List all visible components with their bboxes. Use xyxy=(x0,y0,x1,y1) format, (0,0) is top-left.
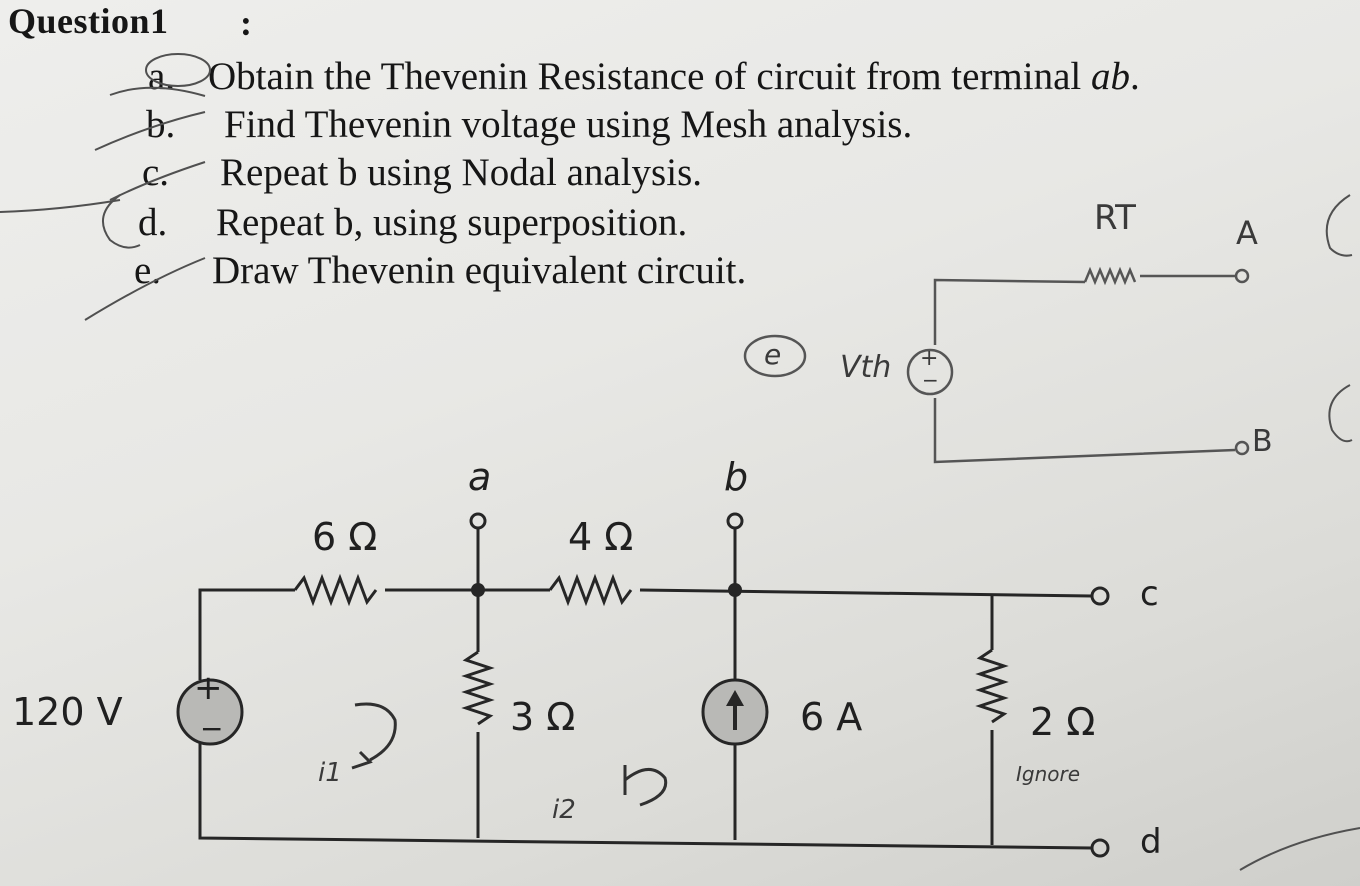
margin-circle-bottom xyxy=(1328,384,1353,443)
thev-source-plus: + xyxy=(920,346,939,371)
thev-terminal-B xyxy=(1234,440,1250,456)
thevenin-equivalent xyxy=(743,266,1250,464)
r2-label: 4 Ω xyxy=(568,515,634,559)
question-title: Question1 : xyxy=(8,0,252,43)
part-a-label: a. xyxy=(148,55,176,98)
current-source-label: 6 A xyxy=(800,695,863,739)
source-voltage-label: 120 V xyxy=(12,690,123,734)
source-minus: − xyxy=(200,712,224,745)
circuit-wires xyxy=(198,528,1093,850)
margin-circle-corner xyxy=(1239,827,1360,871)
thev-resistor-rt xyxy=(1083,266,1137,286)
voltage-source xyxy=(176,678,244,746)
thev-wire-bottom xyxy=(933,398,1236,464)
wire-left-top xyxy=(198,588,295,680)
resistor-6ohm xyxy=(293,573,378,607)
node-B-label: B xyxy=(1252,424,1273,459)
ignore-note: Ignore xyxy=(1016,762,1081,786)
voltage-source-circle xyxy=(176,678,244,746)
mesh-current-i1: i1 xyxy=(318,758,342,788)
part-e: e.Draw Thevenin equivalent circuit. xyxy=(134,248,746,293)
r4-label: 2 Ω xyxy=(1030,700,1096,744)
part-e-text: Draw Thevenin equivalent circuit. xyxy=(212,249,747,292)
current-arrow-head xyxy=(726,690,744,706)
thev-wire-top xyxy=(933,278,1086,290)
node-A-label: A xyxy=(1236,214,1258,252)
vth-label: Vth xyxy=(840,350,892,385)
check-stroke-e xyxy=(84,257,206,321)
question-title-colon: : xyxy=(240,3,253,43)
part-b: b.Find Thevenin voltage using Mesh analy… xyxy=(146,102,912,147)
check-stroke-c xyxy=(109,161,206,201)
part-a-end: . xyxy=(1130,55,1140,98)
part-d-label: d. xyxy=(138,201,168,244)
r3-label: 3 Ω xyxy=(510,695,576,739)
part-c: c. Repeat b using Nodal analysis. xyxy=(142,150,702,195)
terminal-a-circle xyxy=(469,512,487,530)
terminal-b-circle xyxy=(726,512,744,530)
terminal-d-label: d xyxy=(1140,822,1162,862)
part-c-label: c. xyxy=(142,151,170,194)
part-a-text: Obtain the Thevenin Resistance of circui… xyxy=(208,55,1092,98)
check-marks xyxy=(0,53,1360,871)
part-e-annotation: e xyxy=(764,338,782,371)
mesh-arrows xyxy=(351,702,668,807)
terminal-c-circle xyxy=(1090,586,1110,606)
part-d: d. Repeat b, using superposition. xyxy=(138,200,687,245)
terminal-c-label: c xyxy=(1140,574,1159,614)
part-c-text: Repeat b using Nodal analysis. xyxy=(220,151,702,194)
resistor-3ohm xyxy=(461,650,495,726)
part-e-circle xyxy=(743,334,807,378)
mesh-arrow-i1-head xyxy=(351,750,373,770)
question-title-text: Question1 xyxy=(8,1,169,41)
rt-label: RT xyxy=(1094,198,1136,238)
part-a-terminal: ab xyxy=(1091,55,1131,98)
wire-top-2 xyxy=(639,588,1093,598)
thev-source-minus: − xyxy=(922,368,939,392)
current-source xyxy=(701,678,769,746)
thev-source-circle xyxy=(906,348,954,396)
resistor-2ohm xyxy=(975,648,1009,724)
mesh-current-i2: i2 xyxy=(552,795,576,825)
terminal-d-circle xyxy=(1090,838,1110,858)
check-stroke-b xyxy=(94,111,206,151)
part-b-text: Find Thevenin voltage using Mesh analysi… xyxy=(224,103,913,146)
node-b-junction xyxy=(728,583,742,597)
r1-label: 6 Ω xyxy=(312,515,378,559)
thev-terminal-A xyxy=(1234,268,1250,284)
part-d-text: Repeat b, using superposition. xyxy=(216,201,688,244)
margin-circle-top xyxy=(1325,194,1353,257)
check-stroke-a xyxy=(109,86,206,97)
node-a-junction xyxy=(471,583,485,597)
part-a: a. Obtain the Thevenin Resistance of circ… xyxy=(148,54,1140,99)
source-plus: + xyxy=(194,668,223,708)
mesh-arrow-i2 xyxy=(624,768,668,807)
check-brace-d xyxy=(101,194,141,249)
mesh-arrow-i1 xyxy=(354,702,397,762)
wire-bottom xyxy=(198,740,1093,850)
check-line-d xyxy=(0,199,121,213)
terminal-a-label: a xyxy=(468,455,492,499)
resistor-4ohm xyxy=(548,573,633,607)
circuit-nodes xyxy=(469,512,1110,858)
terminal-b-label: b xyxy=(724,455,749,499)
check-circle-a xyxy=(145,53,211,87)
